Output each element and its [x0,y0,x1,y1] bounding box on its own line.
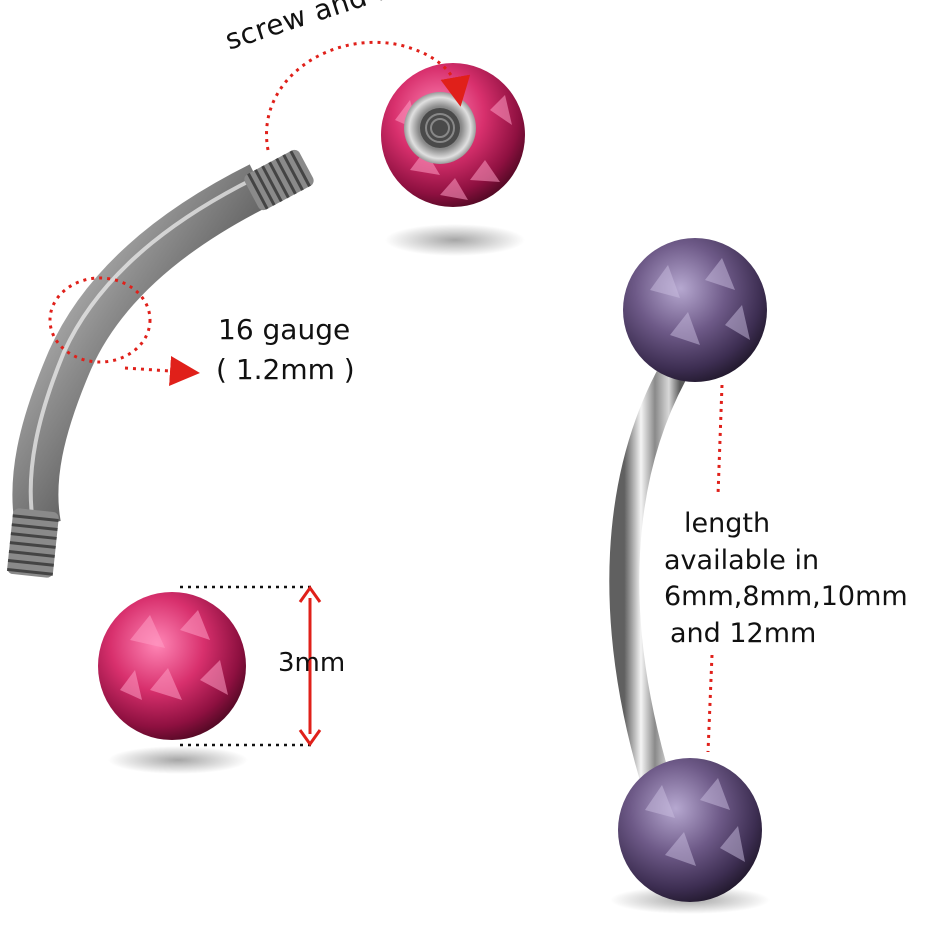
top-violet-ball [623,238,767,382]
gauge-mm-label: ( 1.2mm ) [216,353,355,386]
length-line-3: 6mm,8mm,10mm [664,581,908,612]
assembled-curved-barbell [609,238,770,914]
length-line-4: and 12mm [670,617,817,649]
length-label: length available in 6mm,8mm,10mm and 12m… [664,506,908,652]
curved-barbell-shaft [12,164,271,530]
length-annotation [706,384,724,753]
bottom-violet-ball [618,758,762,902]
loose-ball-3mm [98,592,248,774]
length-line-1: length [684,508,771,539]
screw-fit-arrow [265,40,471,151]
loose-ball-threaded [381,63,525,256]
ball-size-annotation [180,585,322,747]
ball-size-label: 3mm [278,648,346,678]
thread-top [244,149,314,211]
thread-bottom [6,508,59,578]
length-line-2: available in [664,544,820,576]
gauge-annotation [48,276,200,386]
gauge-label: 16 gauge [218,313,351,346]
